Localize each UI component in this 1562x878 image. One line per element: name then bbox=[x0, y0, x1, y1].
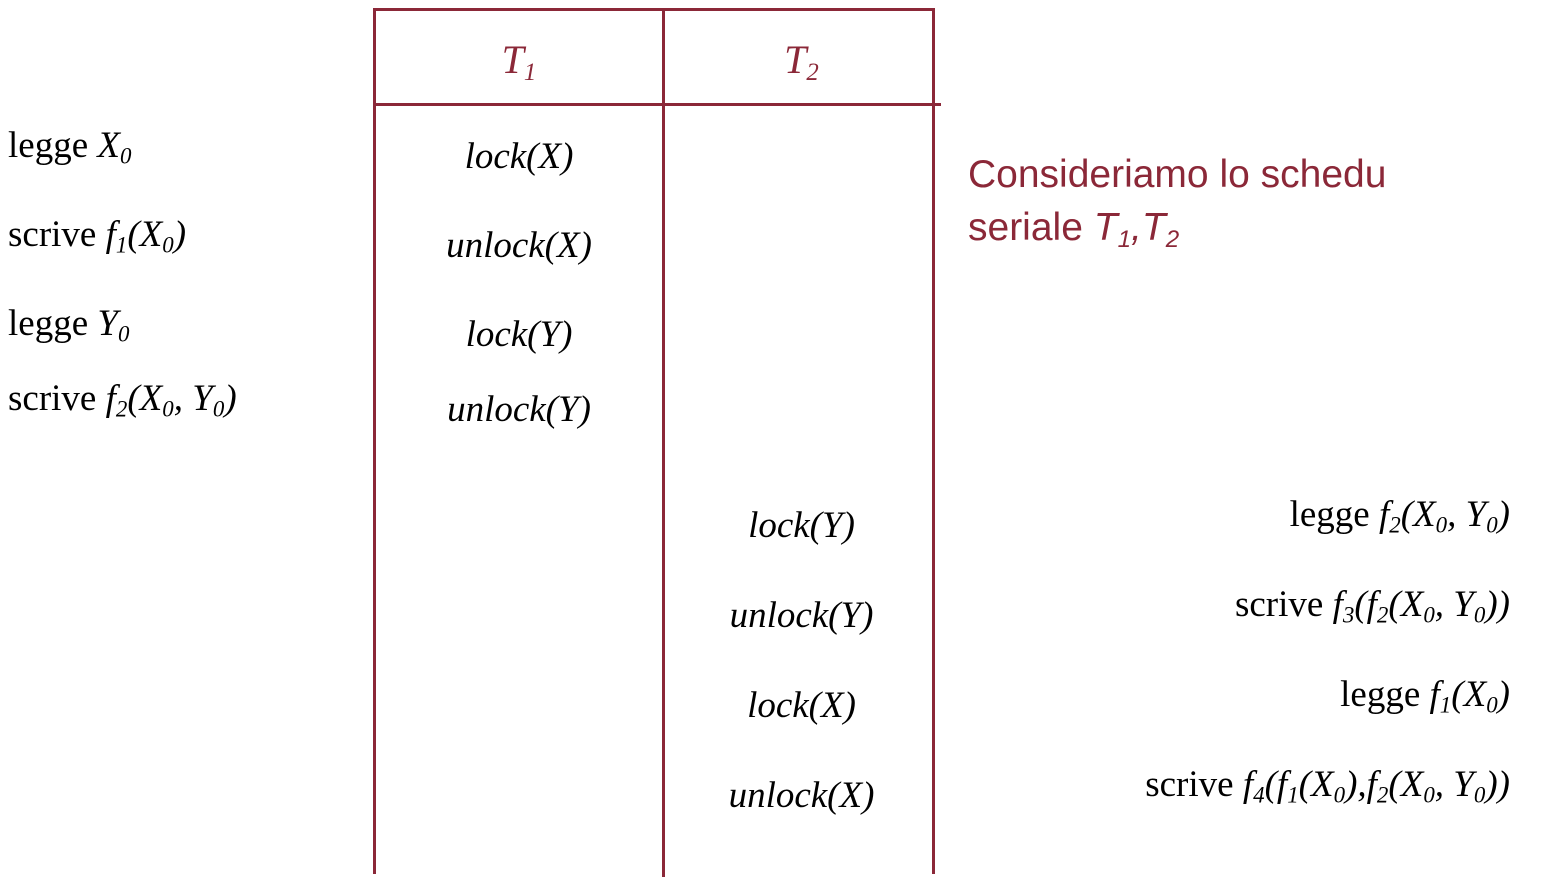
schedule-note-t1-sub: 1 bbox=[1117, 225, 1132, 253]
schedule-note-line-1-text: Consideriamo lo schedu bbox=[968, 153, 1387, 196]
schedule-note-comma: , bbox=[1131, 206, 1142, 249]
left-expr-1: X0 bbox=[97, 125, 132, 169]
left-annotation-row-2: scrive f1(X0) bbox=[8, 214, 187, 258]
right-expr-1: f2(X0, Y0) bbox=[1378, 494, 1510, 538]
right-expr-4: f4(f1(X0),f2(X0, Y0)) bbox=[1242, 764, 1510, 808]
column-header-t1-label: T bbox=[501, 37, 524, 82]
right-expr-3: f1(X0) bbox=[1429, 674, 1510, 718]
left-annotation-row-1: legge X0 bbox=[8, 125, 132, 169]
left-expr-3: Y0 bbox=[97, 303, 130, 347]
table-cell-t2-op-3: lock(X) bbox=[747, 685, 856, 726]
column-header-t1-sub: 1 bbox=[523, 58, 537, 86]
schedule-note-line-1: Consideriamo lo schedu bbox=[968, 148, 1562, 201]
table-cell-t2-op-4: unlock(X) bbox=[728, 775, 875, 816]
right-annotation-row-1: legge f2(X0, Y0) bbox=[1289, 494, 1510, 538]
table-header-rule bbox=[373, 103, 941, 106]
table-cell-t1-op-4: unlock(Y) bbox=[447, 389, 591, 430]
table-column-divider bbox=[662, 11, 665, 877]
right-annotation-row-3: legge f1(X0) bbox=[1340, 674, 1510, 718]
left-annotation-row-4: scrive f2(X0, Y0) bbox=[8, 378, 237, 422]
column-header-t1: T1 bbox=[376, 29, 662, 91]
schedule-table: T1 T2 lock(X) unlock(X) lock(Y) unlock(Y… bbox=[373, 8, 941, 877]
column-header-t2-sub: 2 bbox=[806, 58, 819, 86]
table-cell-t1-op-1: lock(X) bbox=[464, 136, 574, 177]
schedule-note-line-2-text: seriale bbox=[968, 206, 1094, 249]
table-cell-t1-op-2: unlock(X) bbox=[446, 225, 592, 266]
table-cell-t1-op-3: lock(Y) bbox=[465, 314, 573, 355]
left-annotation-row-3: legge Y0 bbox=[8, 303, 130, 347]
schedule-note-t1: T bbox=[1093, 206, 1118, 249]
table-cell-t2-op-1: lock(Y) bbox=[748, 505, 855, 546]
schedule-note-t2: T bbox=[1141, 206, 1166, 249]
table-cell-t2-op-2: unlock(Y) bbox=[729, 595, 874, 636]
column-header-t2-label: T bbox=[784, 37, 807, 82]
left-expr-2: f1(X0) bbox=[105, 214, 187, 258]
right-expr-2: f3(f2(X0, Y0)) bbox=[1332, 584, 1510, 628]
right-annotation-row-4: scrive f4(f1(X0),f2(X0, Y0)) bbox=[1145, 764, 1510, 808]
column-header-t2: T2 bbox=[665, 29, 938, 91]
schedule-note-line-2: seriale T1,T2 bbox=[968, 201, 1562, 266]
schedule-note: Consideriamo lo schedu seriale T1,T2 bbox=[968, 148, 1562, 266]
schedule-note-t2-sub: 2 bbox=[1165, 225, 1180, 253]
right-annotation-row-2: scrive f3(f2(X0, Y0)) bbox=[1234, 584, 1510, 628]
left-expr-4: f2(X0, Y0) bbox=[105, 378, 237, 422]
